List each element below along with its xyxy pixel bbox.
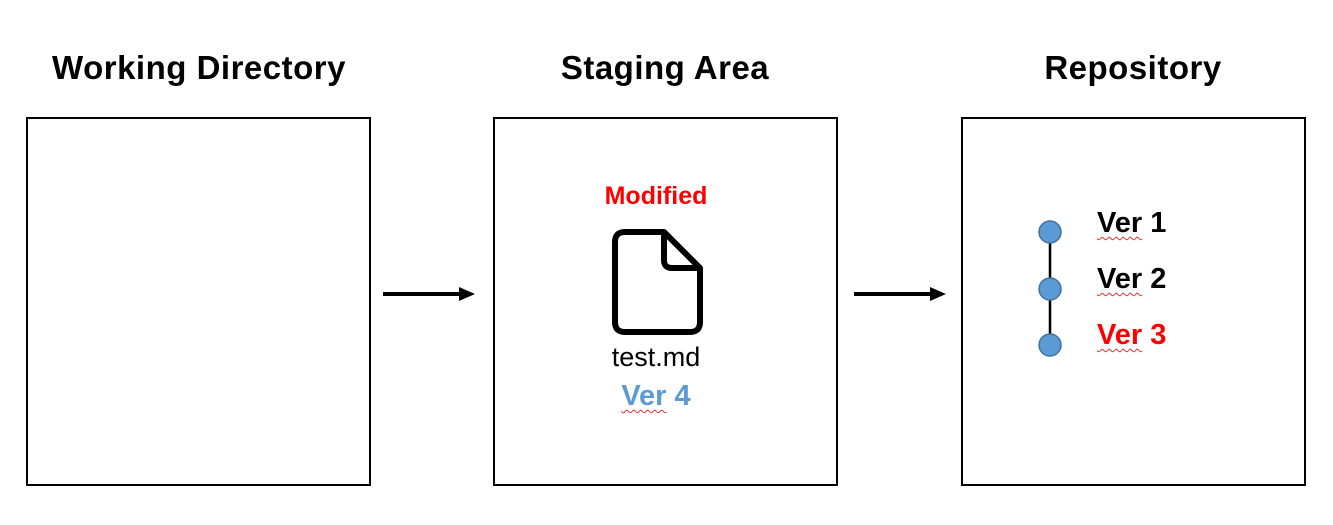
commit-dot [1038, 220, 1062, 244]
commit-dot [1038, 277, 1062, 301]
arrow-right-icon [383, 287, 475, 301]
modified-status-label: Modified [604, 182, 708, 210]
document-icon [612, 229, 703, 335]
commit-prefix: Ver [1097, 319, 1143, 351]
commit-number: 1 [1150, 207, 1167, 239]
staged-version-label: Ver 4 [593, 380, 719, 413]
repository-title: Repository [1044, 49, 1222, 86]
commit-timeline [1038, 220, 1062, 357]
staging-area-box [493, 117, 838, 486]
version-prefix: Ver [621, 380, 667, 412]
commit-number: 3 [1150, 319, 1167, 351]
commit-label-2: Ver 2 [1097, 263, 1166, 296]
version-number: 4 [674, 380, 691, 412]
file-name: test.md [611, 342, 701, 372]
working-directory-title: Working Directory [52, 49, 346, 86]
arrow-right-icon [854, 287, 946, 301]
working-directory-box [26, 117, 371, 486]
commit-dot [1038, 333, 1062, 357]
staging-area-title: Staging Area [560, 49, 770, 86]
commit-prefix: Ver [1097, 263, 1143, 295]
commit-prefix: Ver [1097, 207, 1143, 239]
commit-label-3: Ver 3 [1097, 319, 1166, 352]
commit-label-1: Ver 1 [1097, 207, 1166, 240]
commit-number: 2 [1150, 263, 1167, 295]
repository-box [961, 117, 1306, 486]
